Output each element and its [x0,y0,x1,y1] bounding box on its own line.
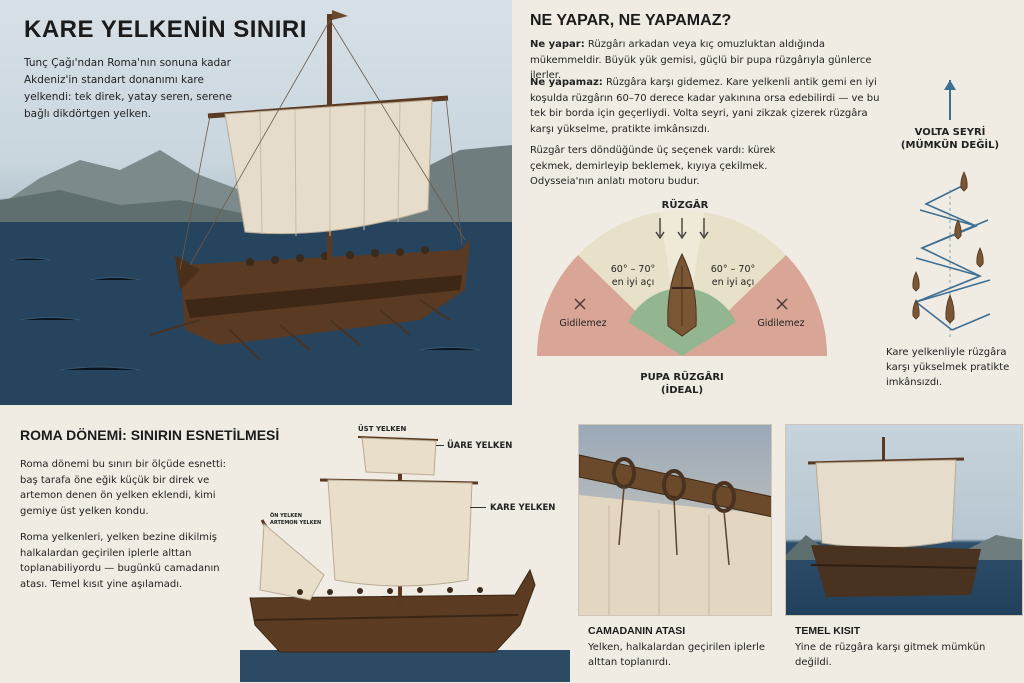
best-angle-value-right: 60° – 70° [710,264,756,275]
no-go-label-right: Gidilemez [757,318,805,329]
paragraph-body: Rüzgâra karşı gidemez. Kare yelkenli ant… [530,77,880,135]
wind-angle-diagram: RÜZGÂR Gidilemez Gidilemez 60° – 70° en … [530,196,830,406]
label-square-sail: KARE YELKEN [490,503,556,513]
stern-wind-ideal-label: (İDEAL) [660,385,704,396]
hero-photo [0,0,512,405]
wind-angle-svg [537,210,827,356]
stern-wind-label: PUPA RÜZGÂRI [640,372,724,383]
camadan-caption-text: Yelken, halkalardan geçirilen iplerle al… [588,642,766,668]
volta-title: VOLTA SEYRİ [914,127,986,138]
hero-ship-illustration [0,10,512,405]
volta-diagram [880,80,1020,340]
paragraph-ne-yapar: Ne yapar: Rüzgârı arkadan veya kıç omuzl… [530,37,890,84]
volta-subtitle: (MÜMKÜN DEĞİL) [900,140,1000,151]
label-square-sail-leader [470,507,486,508]
hero-title: KARE YELKENİN SINIRI [24,16,307,43]
reefing-detail-svg [579,454,771,615]
volta-zigzag-svg [912,80,991,340]
kisit-caption-text: Yine de rüzgâra karşı gitmek mümkün deği… [795,642,986,668]
paragraph-body: Rüzgârı arkadan veya kıç omuzluktan aldı… [530,39,872,81]
paragraph-lead: Ne yapar: [530,39,585,50]
camadan-photo [578,424,772,616]
wind-arrows [655,218,709,240]
kisit-photo [785,424,1023,616]
roman-ship-illustration [240,420,570,682]
no-go-label-left: Gidilemez [559,318,607,329]
ship-at-sea-svg [786,437,1022,597]
roma-section-title: ROMA DÖNEMİ: SINIRIN ESNETİLMESİ [20,427,280,443]
best-angle-value-left: 60° – 70° [610,264,656,275]
boat-top-view-icon [667,252,697,337]
paragraph-lead: Ne yapamaz: [530,77,603,88]
label-upper-sail-leader [436,445,444,446]
label-upper-sail: ÜARE YELKEN [447,441,513,451]
best-angle-label-right: en iyi açı [711,277,755,288]
wind-label: RÜZGÂR [661,200,709,211]
label-artemon-sail: ARTEMON YELKEN [270,520,322,526]
best-angle-label-left: en iyi açı [611,277,655,288]
paragraph-ne-yapamaz: Ne yapamaz: Rüzgâra karşı gidemez. Kare … [530,75,890,137]
volta-caption: Kare yelkenliyle rüzgâra karşı yükselmek… [886,347,1010,388]
roma-paragraph-1: Roma dönemi bu sınırı bir ölçüde esnetti… [20,459,227,517]
section-title-what-it-does: NE YAPAR, NE YAPAMAZ? [530,12,732,29]
roma-paragraph-2: Roma yelkenleri, yelken bezine dikilmiş … [20,532,220,590]
hero-intro-text: Tunç Çağı'ndan Roma'nın sonuna kadar Akd… [24,57,232,120]
camadan-caption-title: CAMADANIN ATASI [588,625,686,637]
label-top-sail: ÜST YELKEN [358,425,407,433]
kisit-caption-title: TEMEL KISIT [795,625,861,637]
label-artemon-above: ÖN YELKEN [270,513,302,519]
no-go-x-icon [574,298,788,310]
paragraph-options: Rüzgâr ters döndüğünde üç seçenek vardı:… [530,145,776,187]
roman-ship-svg [240,436,570,682]
